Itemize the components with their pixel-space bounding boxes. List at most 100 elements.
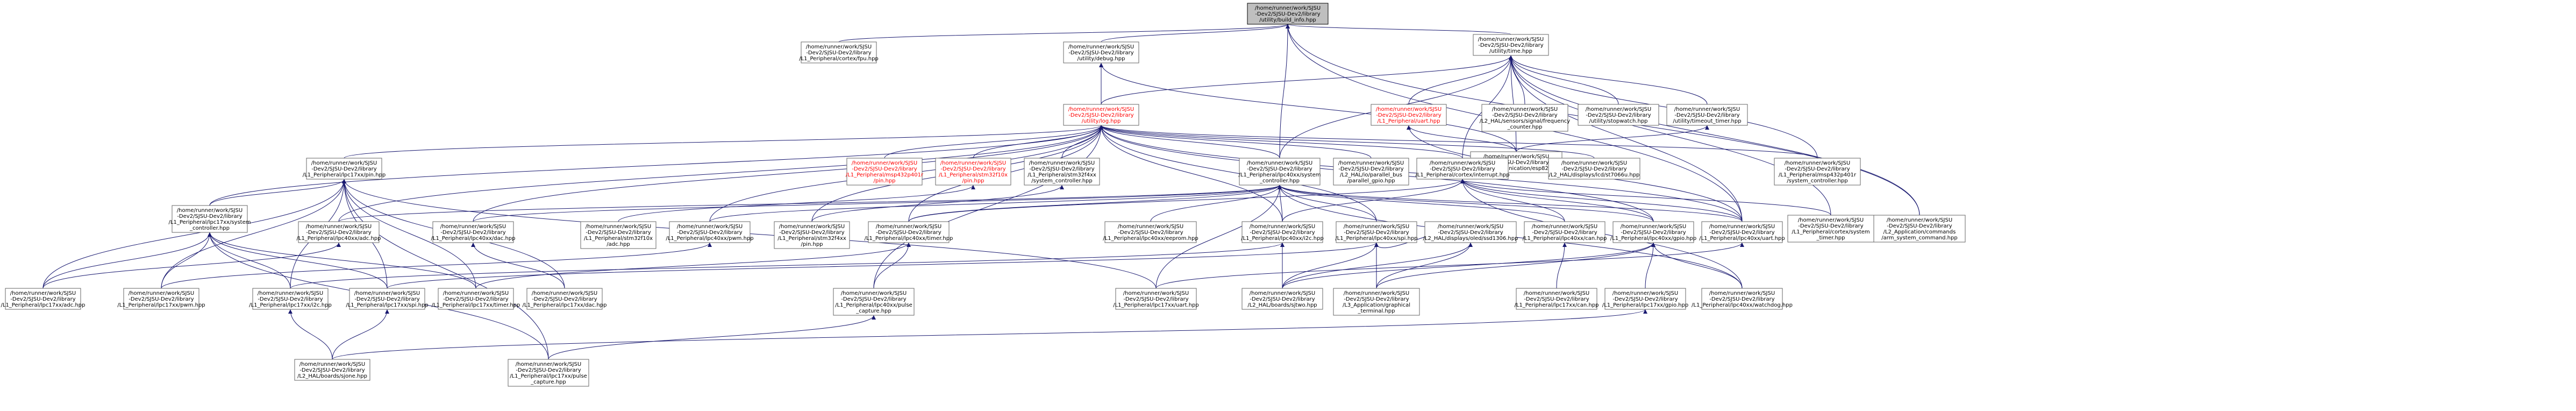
graph-node[interactable]: /home/runner/work/SJSU-Dev2/SJSU-Dev2/li… <box>1515 288 1599 310</box>
graph-edge <box>1645 242 1656 289</box>
graph-node[interactable]: /home/runner/work/SJSU-Dev2/SJSU-Dev2/li… <box>523 288 607 310</box>
graph-node[interactable]: /home/runner/work/SJSU-Dev2/SJSU-Dev2/li… <box>1 288 85 310</box>
graph-node[interactable]: /home/runner/work/SJSU-Dev2/SJSU-Dev2/li… <box>799 41 879 63</box>
graph-edge <box>1099 125 1372 159</box>
graph-edge <box>1407 125 1517 152</box>
graph-node[interactable]: /home/runner/work/SJSU-Dev2/SJSU-Dev2/li… <box>431 221 516 243</box>
node-label-line: -Dev2/SJSU-Dev2/library <box>1612 296 1678 302</box>
node-label-line: /home/runner/work/SJSU <box>1785 160 1850 166</box>
node-label-line: -Dev2/SJSU-Dev2/library <box>1621 230 1686 236</box>
node-label-line: /L2_HAL/boards/sjtwo.hpp <box>1247 302 1317 308</box>
node-label-line: -Dev2/SJSU-Dev2/library <box>1674 112 1739 118</box>
graph-edge <box>884 125 1103 159</box>
graph-node[interactable]: /home/runner/work/SJSU-Dev2/SJSU-Dev2/li… <box>1335 221 1418 243</box>
node-label-line: /home/runner/work/SJSU <box>1674 107 1740 112</box>
graph-node[interactable]: /home/runner/work/SJSU-Dev2/SJSU-Dev2/li… <box>297 221 381 243</box>
graph-node[interactable]: /home/runner/work/SJSU-Dev2/SJSU-Dev2/li… <box>1333 288 1420 316</box>
graph-node[interactable]: /home/runner/work/SJSU-Dev2/SJSU-Dev2/li… <box>432 288 520 310</box>
graph-node[interactable]: /home/runner/work/SJSU-Dev2/SJSU-Dev2/li… <box>1024 158 1100 186</box>
graph-edge <box>338 185 1282 222</box>
graph-node[interactable]: /home/runner/work/SJSU-Dev2/SJSU-Dev2/li… <box>1699 221 1785 243</box>
graph-edge <box>475 242 911 289</box>
node-label-line: -Dev2/SJSU-Dev2/library <box>806 50 871 56</box>
node-label-line: -Dev2/SJSU-Dev2/library <box>440 230 505 236</box>
graph-node[interactable]: /home/runner/work/SJSU-Dev2/SJSU-Dev2/li… <box>117 288 205 310</box>
graph-node[interactable]: /home/runner/work/SJSU-Dev2/SJSU-Dev2/li… <box>1239 158 1321 186</box>
graph-node[interactable]: /home/runner/work/SJSU-Dev2/SJSU-Dev2/li… <box>508 359 589 387</box>
node-box <box>438 288 514 310</box>
node-label-line: -Dev2/SJSU-Dev2/library <box>1438 230 1503 236</box>
node-label-line: /home/runner/work/SJSU <box>1250 290 1315 296</box>
node-label-line: _capture.hpp <box>530 379 566 385</box>
node-box <box>1333 288 1420 316</box>
graph-edge <box>1099 125 1280 159</box>
graph-node[interactable]: /home/runner/work/SJSU-Dev2/SJSU-Dev2/li… <box>666 221 754 243</box>
graph-node[interactable]: /home/runner/work/SJSU-Dev2/SJSU-Dev2/li… <box>935 158 1011 186</box>
node-label-line: -Dev2/SJSU-Dev2/library <box>129 296 194 302</box>
graph-edge <box>1286 24 1511 35</box>
graph-node[interactable]: /home/runner/work/SJSU-Dev2/SJSU-Dev2/li… <box>1873 215 1966 243</box>
graph-edge <box>1099 125 1818 159</box>
graph-node[interactable]: /home/runner/work/SJSU-Dev2/SJSU-Dev2/li… <box>1423 221 1518 243</box>
graph-node[interactable]: /home/runner/work/SJSU-Dev2/SJSU-Dev2/li… <box>1063 104 1139 126</box>
graph-node[interactable]: /home/runner/work/SJSU-Dev2/SJSU-Dev2/li… <box>249 288 332 310</box>
node-label-line: -Dev2/SJSU-Dev2/library <box>1123 296 1188 302</box>
node-box <box>1481 104 1568 132</box>
node-label-line: /home/runner/work/SJSU <box>1068 44 1134 50</box>
graph-node[interactable]: /home/runner/work/SJSU-Dev2/SJSU-Dev2/li… <box>294 359 370 381</box>
graph-node[interactable]: /home/runner/work/SJSU-Dev2/SJSU-Dev2/li… <box>1473 34 1549 56</box>
graph-edge <box>1509 55 1920 216</box>
graph-node[interactable]: /home/runner/work/SJSU-Dev2/SJSU-Dev2/li… <box>833 288 915 316</box>
graph-edge <box>1651 242 1743 289</box>
node-box <box>432 221 514 243</box>
node-box <box>1873 215 1966 243</box>
node-label-line: /home/runner/work/SJSU <box>586 224 651 230</box>
graph-node[interactable]: /home/runner/work/SJSU-Dev2/SJSU-Dev2/li… <box>1578 104 1659 126</box>
node-label-line: /L1_Peripheral/lpc40xx/adc.hpp <box>297 236 381 242</box>
node-label-line: /home/runner/work/SJSU <box>516 362 581 367</box>
graph-node[interactable]: /home/runner/work/SJSU-Dev2/SJSU-Dev2/li… <box>865 221 953 243</box>
graph-node-root: /home/runner/work/SJSU-Dev2/SJSU-Dev2/li… <box>1247 3 1329 25</box>
graph-node[interactable]: /home/runner/work/SJSU-Dev2/SJSU-Dev2/li… <box>1241 221 1324 243</box>
graph-node[interactable]: /home/runner/work/SJSU-Dev2/SJSU-Dev2/li… <box>1480 104 1571 132</box>
graph-node[interactable]: /home/runner/work/SJSU-Dev2/SJSU-Dev2/li… <box>1666 104 1748 126</box>
graph-node[interactable]: /home/runner/work/SJSU-Dev2/SJSU-Dev2/li… <box>1692 288 1793 310</box>
node-label-line: -Dev2/SJSU-Dev2/library <box>1068 50 1133 56</box>
node-box <box>1241 221 1323 243</box>
graph-node[interactable]: /home/runner/work/SJSU-Dev2/SJSU-Dev2/li… <box>1103 221 1198 243</box>
graph-node[interactable]: /home/runner/work/SJSU-Dev2/SJSU-Dev2/li… <box>1548 158 1640 180</box>
node-box <box>526 288 603 310</box>
graph-node[interactable]: /home/runner/work/SJSU-Dev2/SJSU-Dev2/li… <box>846 158 924 186</box>
graph-node[interactable]: /home/runner/work/SJSU-Dev2/SJSU-Dev2/li… <box>1523 221 1607 243</box>
node-box <box>1774 158 1861 186</box>
graph-node[interactable]: /home/runner/work/SJSU-Dev2/SJSU-Dev2/li… <box>1371 104 1447 126</box>
node-label-line: -Dev2/SJSU-Dev2/library <box>299 367 365 373</box>
node-label-line: /system_controller.hpp <box>1787 178 1848 184</box>
graph-edge <box>1099 62 1517 152</box>
graph-node[interactable]: /home/runner/work/SJSU-Dev2/SJSU-Dev2/li… <box>1602 288 1688 310</box>
graph-node[interactable]: /home/runner/work/SJSU-Dev2/SJSU-Dev2/li… <box>1610 221 1696 243</box>
graph-edge <box>208 232 476 289</box>
graph-node[interactable]: /home/runner/work/SJSU-Dev2/SJSU-Dev2/li… <box>346 288 429 310</box>
graph-edge <box>338 125 1103 222</box>
node-label-line: -Dev2/SJSU-Dev2/library <box>1376 112 1441 118</box>
graph-node[interactable]: /home/runner/work/SJSU-Dev2/SJSU-Dev2/li… <box>1415 158 1510 180</box>
node-label-line: /L1_Peripheral/lpc17xx/pin.hpp <box>303 172 386 178</box>
graph-edge <box>908 179 1465 222</box>
graph-node[interactable]: /home/runner/work/SJSU-Dev2/SJSU-Dev2/li… <box>1241 288 1323 310</box>
graph-node[interactable]: /home/runner/work/SJSU-Dev2/SJSU-Dev2/li… <box>169 205 251 233</box>
node-label-line: -Dev2/SJSU-Dev2/library <box>1532 230 1597 236</box>
graph-edge <box>344 125 1103 159</box>
graph-node[interactable]: /home/runner/work/SJSU-Dev2/SJSU-Dev2/li… <box>1774 158 1861 186</box>
node-label-line: /home/runner/work/SJSU <box>1586 107 1651 112</box>
graph-node[interactable]: /home/runner/work/SJSU-Dev2/SJSU-Dev2/li… <box>1063 41 1139 63</box>
graph-node[interactable]: /home/runner/work/SJSU-Dev2/SJSU-Dev2/li… <box>1787 215 1874 243</box>
graph-node[interactable]: /home/runner/work/SJSU-Dev2/SJSU-Dev2/li… <box>580 221 657 249</box>
graph-node[interactable]: /home/runner/work/SJSU-Dev2/SJSU-Dev2/li… <box>303 158 386 180</box>
node-label-line: /L1_Peripheral/lpc40xx/watchdog.hpp <box>1692 302 1793 308</box>
node-box <box>1333 158 1409 186</box>
graph-edge <box>332 309 389 360</box>
graph-node[interactable]: /home/runner/work/SJSU-Dev2/SJSU-Dev2/li… <box>774 221 850 249</box>
graph-node[interactable]: /home/runner/work/SJSU-Dev2/SJSU-Dev2/li… <box>1333 158 1409 186</box>
graph-node[interactable]: /home/runner/work/SJSU-Dev2/SJSU-Dev2/li… <box>1113 288 1199 310</box>
